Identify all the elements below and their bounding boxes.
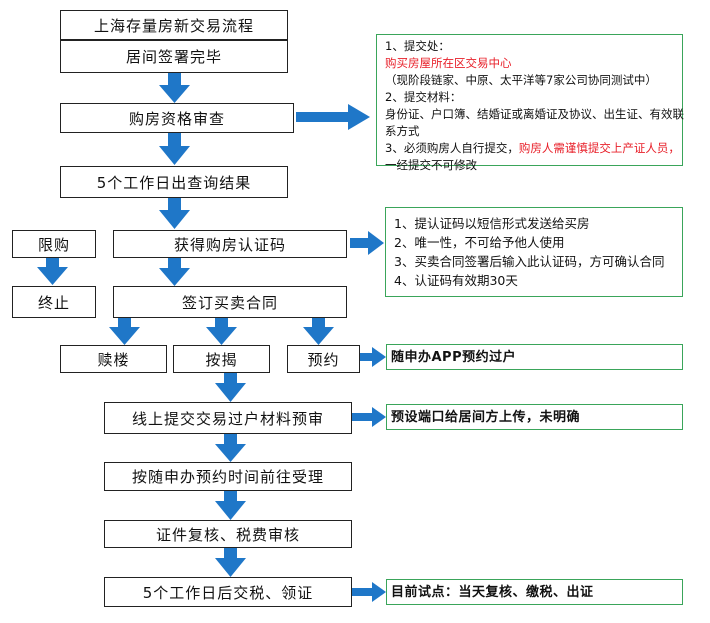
note-line: 2、提交材料： bbox=[385, 90, 462, 104]
step-terminate: 终止 bbox=[12, 286, 96, 318]
step-qualification-review: 购房资格审查 bbox=[60, 103, 294, 133]
note-line: 1、提认证码以短信形式发送给买房 bbox=[394, 216, 590, 231]
arrow-right-pilot bbox=[352, 582, 386, 602]
arrow-down-redeem bbox=[109, 318, 140, 345]
arrow-right-qualification bbox=[296, 104, 370, 130]
arrow-down-limit bbox=[37, 258, 68, 285]
note-presubmit: 预设端口给居间方上传，未明确 bbox=[386, 404, 683, 430]
arrow-down-8 bbox=[215, 548, 246, 577]
arrow-down-4 bbox=[159, 258, 190, 286]
note-auth-code: 1、提认证码以短信形式发送给买房 2、唯一性，不可给予他人使用 3、买卖合同签署… bbox=[385, 207, 683, 297]
note-line-highlight: 购买房屋所在区交易中心 bbox=[385, 56, 512, 70]
step-online-presubmit: 线上提交交易过户材料预审 bbox=[104, 402, 352, 434]
note-line: 身份证、户口簿、结婚证或离婚证及协议、出生证、有效联 bbox=[385, 107, 684, 121]
step-agency-signed: 居间签署完毕 bbox=[60, 40, 288, 73]
step-appointment: 按随申办预约时间前往受理 bbox=[104, 462, 352, 491]
note-line: 3、必须购房人自行提交， bbox=[385, 141, 519, 155]
arrow-down-reserve bbox=[303, 318, 334, 345]
note-line: 4、认证码有效期30天 bbox=[394, 273, 518, 288]
step-sign-contract: 签订买卖合同 bbox=[113, 286, 347, 318]
note-line: 一经提交不可修改 bbox=[385, 158, 477, 172]
step-query-result: 5个工作日出查询结果 bbox=[60, 166, 288, 198]
note-pilot: 目前试点：当天复核、缴税、出证 bbox=[386, 579, 683, 605]
arrow-right-reserve bbox=[360, 347, 386, 367]
arrow-down-1 bbox=[159, 73, 190, 103]
flow-title: 上海存量房新交易流程 bbox=[60, 10, 288, 40]
note-line: 系方式 bbox=[385, 124, 420, 138]
step-purchase-limit: 限购 bbox=[12, 230, 96, 258]
step-tax-certificate: 5个工作日后交税、领证 bbox=[104, 577, 352, 607]
note-line-highlight: 购房人需谨慎提交上产证人员， bbox=[518, 141, 680, 155]
arrow-down-5 bbox=[215, 373, 246, 402]
arrow-down-2 bbox=[159, 132, 190, 165]
arrow-right-code bbox=[350, 231, 384, 255]
arrow-right-presubmit bbox=[352, 407, 386, 427]
note-qualification: 1、提交处： 购买房屋所在区交易中心 （现阶段链家、中原、太平洋等7家公司协同测… bbox=[376, 34, 684, 172]
note-line: 3、买卖合同签署后输入此认证码，方可确认合同 bbox=[394, 254, 665, 269]
note-line: 1、提交处： bbox=[385, 39, 450, 53]
arrow-down-mortgage bbox=[206, 318, 237, 345]
step-document-review: 证件复核、税费审核 bbox=[104, 520, 352, 548]
step-reserve: 预约 bbox=[287, 345, 360, 373]
step-mortgage: 按揭 bbox=[173, 345, 270, 373]
note-line: （现阶段链家、中原、太平洋等7家公司协同测试中） bbox=[385, 73, 657, 87]
arrow-down-7 bbox=[215, 491, 246, 520]
note-reserve-app: 随申办APP预约过户 bbox=[386, 344, 683, 370]
note-line: 2、唯一性，不可给予他人使用 bbox=[394, 235, 565, 250]
arrow-down-6 bbox=[215, 434, 246, 462]
arrow-down-3 bbox=[159, 198, 190, 229]
step-redeem: 赎楼 bbox=[60, 345, 167, 373]
step-get-auth-code: 获得购房认证码 bbox=[113, 230, 347, 258]
